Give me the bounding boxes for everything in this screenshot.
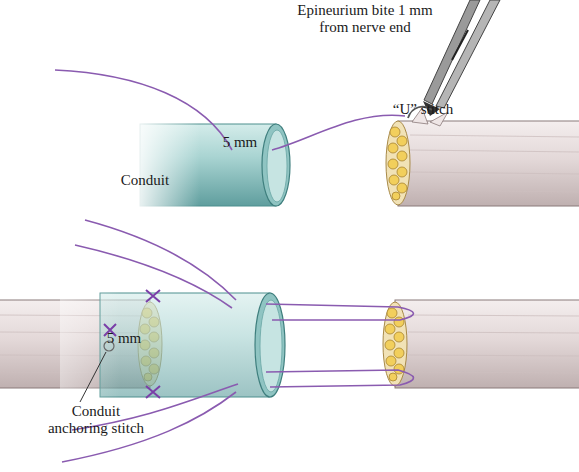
illustration-part [408,315,579,373]
dimension-label: 5 mm [218,134,262,151]
nerve-bottom-right [383,300,579,388]
illustration-part [75,245,232,308]
suture-top [55,70,405,150]
illustration-part [272,115,405,150]
illustration-part [436,0,500,108]
illustration-part [262,124,290,206]
leader-line [80,352,106,402]
annotation-label: Epineurium bite 1 mm from nerve end [292,2,438,36]
illustration-part [260,300,282,392]
illustration-part [410,135,579,192]
nerve-top [386,108,579,206]
illustration-part [146,386,160,398]
illustration-part [146,290,160,302]
illustration-part [266,370,414,387]
illustration-part [55,70,232,150]
illustration-part [267,130,287,202]
illustration-part [386,121,410,205]
illustration-part [130,118,200,213]
illustration-part [100,293,270,397]
illustration-part [255,293,285,397]
illustration-part [266,304,414,320]
part-label: “U” stitch [383,101,463,118]
illustration-part [452,30,468,60]
conduit-bottom [60,288,285,402]
illustration-part [85,220,236,300]
illustration-part [395,300,579,388]
annotation-label: Conduit anchoring stitch [44,403,148,437]
illustration-part [383,302,407,386]
conduit-top [130,118,290,213]
dimension-label: 5 mm [102,330,146,347]
part-label: Conduit [110,172,180,189]
illustration-part [398,121,579,206]
